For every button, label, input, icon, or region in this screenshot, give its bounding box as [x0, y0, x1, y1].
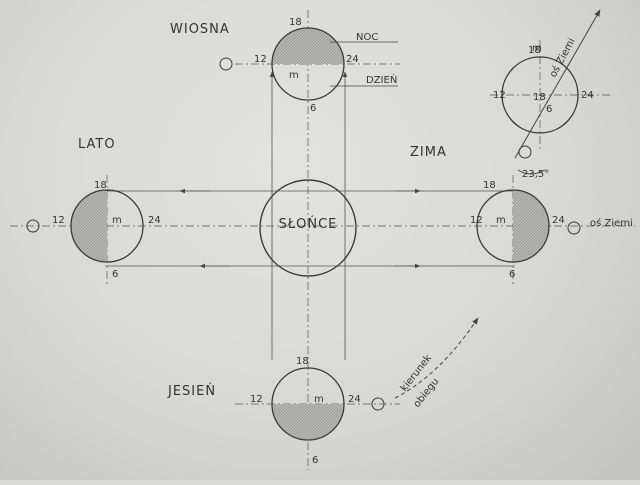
hour-label-6: 6: [310, 103, 316, 114]
meridian-label: m: [289, 70, 299, 81]
hour-label-12: 12: [250, 394, 263, 405]
hour-label-24: 24: [148, 215, 161, 226]
day-label: DZIEŃ: [366, 73, 397, 86]
season-label-autumn: JESIEŃ: [167, 383, 216, 399]
meridian-label: m: [532, 43, 542, 54]
hour-label-24: 24: [552, 215, 565, 226]
orbit-lines: [105, 72, 515, 360]
hour-label-24: 24: [346, 54, 359, 65]
earth-autumn: 18 6 12 24 m: [250, 356, 384, 466]
hour-label-18: 18: [533, 92, 546, 103]
hour-label-6: 6: [112, 269, 118, 280]
hour-label-18: 18: [289, 17, 302, 28]
sun-label: SŁOŃCE: [279, 216, 338, 232]
meridian-label: m: [314, 394, 324, 405]
hour-label-18: 18: [483, 180, 496, 191]
hour-label-24: 24: [348, 394, 361, 405]
angle-label: 23,5°: [522, 169, 549, 180]
season-label-winter: ZIMA: [410, 145, 447, 160]
hour-label-6: 6: [546, 104, 552, 115]
earth-axis-label: oś Ziemi: [590, 217, 633, 229]
meridian-label: m: [112, 215, 122, 226]
hour-label-12: 12: [493, 90, 506, 101]
season-label-spring: WIOSNA: [170, 22, 230, 37]
earth-spring: 18 6 12 24 m NOC DZIEŃ: [220, 17, 398, 114]
hour-label-6: 6: [509, 269, 515, 280]
orbit-direction: kierunek obiegu: [395, 318, 478, 410]
hour-label-18: 18: [296, 356, 309, 367]
hour-label-12: 12: [470, 215, 483, 226]
hour-label-12: 12: [52, 215, 65, 226]
hour-label-6: 6: [312, 455, 318, 466]
season-label-summer: LATO: [78, 137, 116, 152]
earth-winter: 18 6 12 24 m oś Ziemi: [470, 180, 633, 280]
hour-label-12: 12: [254, 54, 267, 65]
meridian-label: m: [496, 215, 506, 226]
earth-summer: 18 6 12 24 m: [27, 180, 161, 280]
hour-label-24: 24: [581, 90, 594, 101]
hour-label-18: 18: [94, 180, 107, 191]
night-label: NOC: [356, 32, 378, 43]
